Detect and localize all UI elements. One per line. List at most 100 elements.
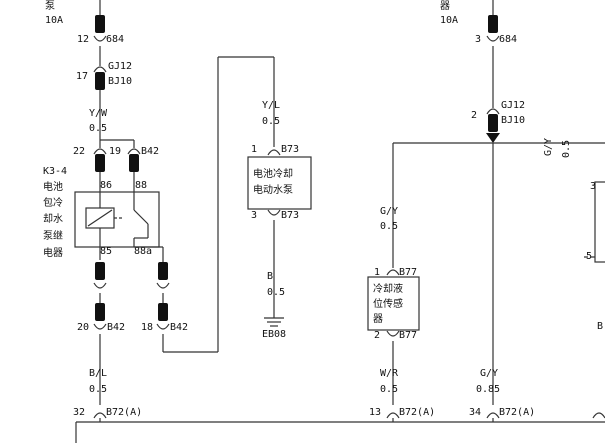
- ground-icon: [264, 317, 284, 327]
- relay-name-line: 电器: [43, 246, 63, 259]
- connector-socket: [93, 412, 107, 419]
- connector-pin: [95, 72, 105, 90]
- pump-conn-top: B73: [281, 144, 299, 155]
- conn-pin-number: 3: [475, 34, 481, 45]
- pin-88: 88: [135, 180, 147, 191]
- relay-name-line: 包冷: [43, 196, 63, 209]
- pin-19: 19: [109, 146, 121, 157]
- sensor-label-line: 冷却液: [373, 282, 403, 295]
- connector-socket: [93, 35, 107, 42]
- conn-pin-number: 12: [77, 34, 89, 45]
- bottom-connector-bar: [75, 418, 605, 443]
- pin-86: 86: [100, 180, 112, 191]
- connector-socket: [267, 209, 281, 216]
- bj-id: BJ10: [108, 76, 132, 87]
- gj-pin-number: 2: [471, 110, 477, 121]
- connector-pin: [158, 303, 168, 321]
- relay-code: K3-4: [43, 166, 67, 177]
- conn-id: 684: [499, 34, 517, 45]
- connector-socket: [386, 269, 400, 276]
- connector-socket: [93, 66, 107, 73]
- sensor-pin-top: 1: [374, 267, 380, 278]
- fuse-right-rating: 10A: [440, 15, 458, 26]
- pin-22: 22: [73, 146, 85, 157]
- wire-size: 0.5: [262, 116, 280, 127]
- connector-socket: [592, 412, 605, 419]
- pump-branch: Y/L 0.5 1 B73 电池冷却 电动水泵 3 B73 B 0.5 EB08: [247, 57, 312, 340]
- b42-b: B42: [170, 322, 188, 333]
- pump-box: [247, 156, 312, 210]
- connector-socket: [386, 330, 400, 337]
- connector-pin: [95, 262, 105, 280]
- connector-pin: [95, 154, 105, 172]
- sensor-conn-bottom: B77: [399, 330, 417, 341]
- gj-pin-number: 17: [76, 71, 88, 82]
- wire-color: G/Y: [543, 138, 554, 156]
- wire-color: Y/W: [89, 108, 108, 119]
- connector-socket: [386, 412, 400, 419]
- relay-switch: [133, 209, 149, 225]
- connector-pin: [488, 114, 498, 132]
- pin-18: 18: [141, 322, 153, 333]
- right-branch: 器 10A 3 684 2 GJ12 BJ10 G/Y 0.5 G/Y 0.85…: [393, 0, 605, 419]
- wire-color: W/R: [380, 368, 399, 379]
- connector-pin: [158, 262, 168, 280]
- relay-name-line: 电池: [43, 180, 63, 193]
- pin-20: 20: [77, 322, 89, 333]
- wire-color: G/Y: [480, 368, 498, 379]
- bottom-pin-13: 13: [369, 407, 381, 418]
- bottom-conn: B72(A): [399, 407, 435, 418]
- wire-size: 0.5: [561, 140, 572, 158]
- pump-label-line: 电池冷却: [253, 167, 293, 180]
- pin-88a: 88a: [134, 246, 152, 257]
- bottom-pin-32: 32: [73, 407, 85, 418]
- sensor-conn-top: B77: [399, 267, 417, 278]
- connector-pin: [129, 154, 139, 172]
- connector-socket: [156, 323, 170, 330]
- connector-socket: [156, 282, 170, 289]
- fuse-left-rating: 10A: [45, 15, 63, 26]
- connector-socket: [93, 282, 107, 289]
- pump-pin-bottom: 3: [251, 210, 257, 221]
- connector-socket: [127, 148, 141, 155]
- edge-partial: B: [597, 321, 603, 332]
- wire-size: 0.5: [267, 287, 285, 298]
- wire-size: 0.5: [380, 384, 398, 395]
- connector-pin: [488, 15, 498, 33]
- wire-size: 0.5: [380, 221, 398, 232]
- fuse-left-label: 泵: [45, 0, 55, 12]
- wire-color: B: [267, 271, 273, 282]
- connector-pin: [95, 303, 105, 321]
- right-edge-component: 3 5 B: [584, 181, 605, 419]
- gj-id: GJ12: [108, 61, 132, 72]
- sensor-branch: G/Y 0.5 1 B77 冷却液 位传感 器 2 B77 W/R 0.5 13…: [367, 143, 435, 419]
- relay-coil-diagonal: [87, 209, 113, 227]
- wire-size: 0.85: [476, 384, 500, 395]
- connector-pin: [95, 15, 105, 33]
- edge-pin-3: 3: [590, 181, 596, 192]
- connector-socket: [486, 108, 500, 115]
- pump-pin-top: 1: [251, 144, 257, 155]
- wire-color: B/L: [89, 368, 107, 379]
- b42-a: B42: [107, 322, 125, 333]
- connector-socket: [93, 148, 107, 155]
- edge-pin-5: 5: [586, 251, 592, 262]
- sensor-box: [367, 276, 420, 331]
- sensor-label-line: 位传感: [373, 297, 403, 310]
- sensor-label-line: 器: [373, 313, 383, 325]
- bottom-pin-34: 34: [469, 407, 481, 418]
- junction-splice: [486, 133, 500, 143]
- wire-color: Y/L: [262, 100, 280, 111]
- connector-socket: [267, 149, 281, 156]
- pump-label-line: 电动水泵: [253, 183, 293, 196]
- wire-size: 0.5: [89, 123, 107, 134]
- pin-85: 85: [100, 246, 112, 257]
- ground-label: EB08: [262, 329, 286, 340]
- pump-conn-bottom: B73: [281, 210, 299, 221]
- connector-socket: [93, 323, 107, 330]
- b42-top: B42: [141, 146, 159, 157]
- fuse-right-label: 器: [440, 0, 450, 12]
- bottom-conn: B72(A): [106, 407, 142, 418]
